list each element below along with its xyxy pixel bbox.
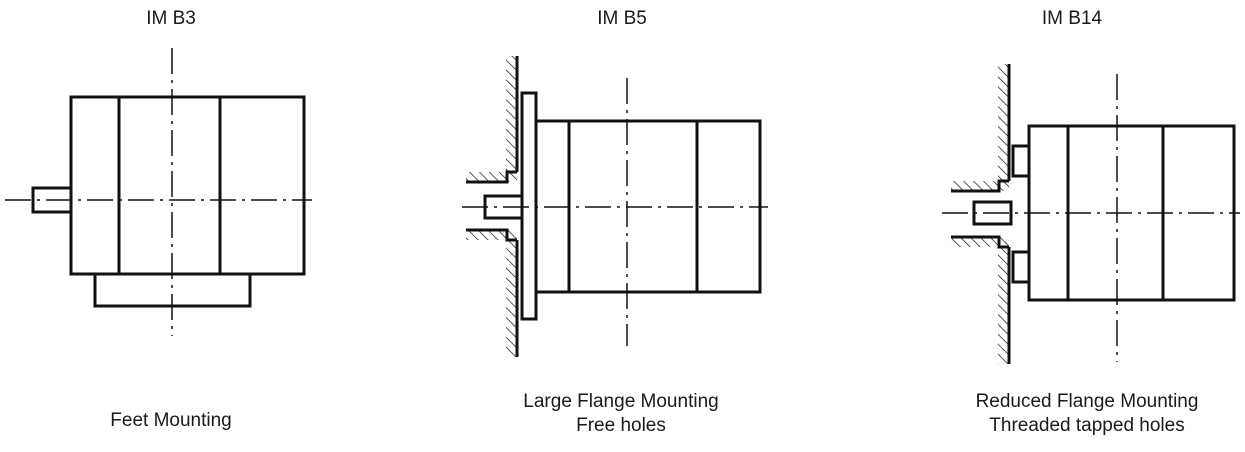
- b5-flange: [520, 91, 538, 321]
- b5-wall-hatch-lower: [506, 240, 517, 357]
- b14-arm-hatch-lower: [951, 237, 1009, 247]
- b3-description: Feet Mounting: [110, 410, 232, 431]
- b14-lug-upper: [1011, 144, 1031, 178]
- b5-arm-lower: [466, 228, 517, 242]
- b5-description-line1: Large Flange Mounting: [523, 391, 719, 412]
- im-b5-drawing: [462, 56, 768, 357]
- b5-description-line2: Free holes: [576, 415, 666, 436]
- b3-code-label: IM B3: [146, 8, 196, 29]
- b14-code-label: IM B14: [1041, 8, 1103, 29]
- b5-code-label: IM B5: [597, 8, 647, 29]
- b5-arm-hatch-upper: [466, 172, 517, 182]
- b14-lug-lower: [1011, 250, 1031, 284]
- b14-arm-lower: [951, 235, 1009, 249]
- b5-arm-hatch-lower: [466, 230, 517, 240]
- b14-description-line2: Threaded tapped holes: [989, 415, 1185, 436]
- b3-motor-body: [69, 95, 306, 276]
- b14-description-line1: Reduced Flange Mounting: [975, 391, 1199, 412]
- b5-wall-hatch-upper: [506, 56, 517, 172]
- im-b14-drawing: [942, 64, 1240, 364]
- b14-arm-upper: [951, 179, 1009, 193]
- b5-arm-upper: [466, 170, 517, 184]
- b14-wall-hatch-upper: [998, 64, 1009, 181]
- im-b3-drawing: [5, 48, 312, 336]
- b14-arm-hatch-upper: [951, 181, 1009, 191]
- b14-wall-hatch-lower: [998, 247, 1009, 364]
